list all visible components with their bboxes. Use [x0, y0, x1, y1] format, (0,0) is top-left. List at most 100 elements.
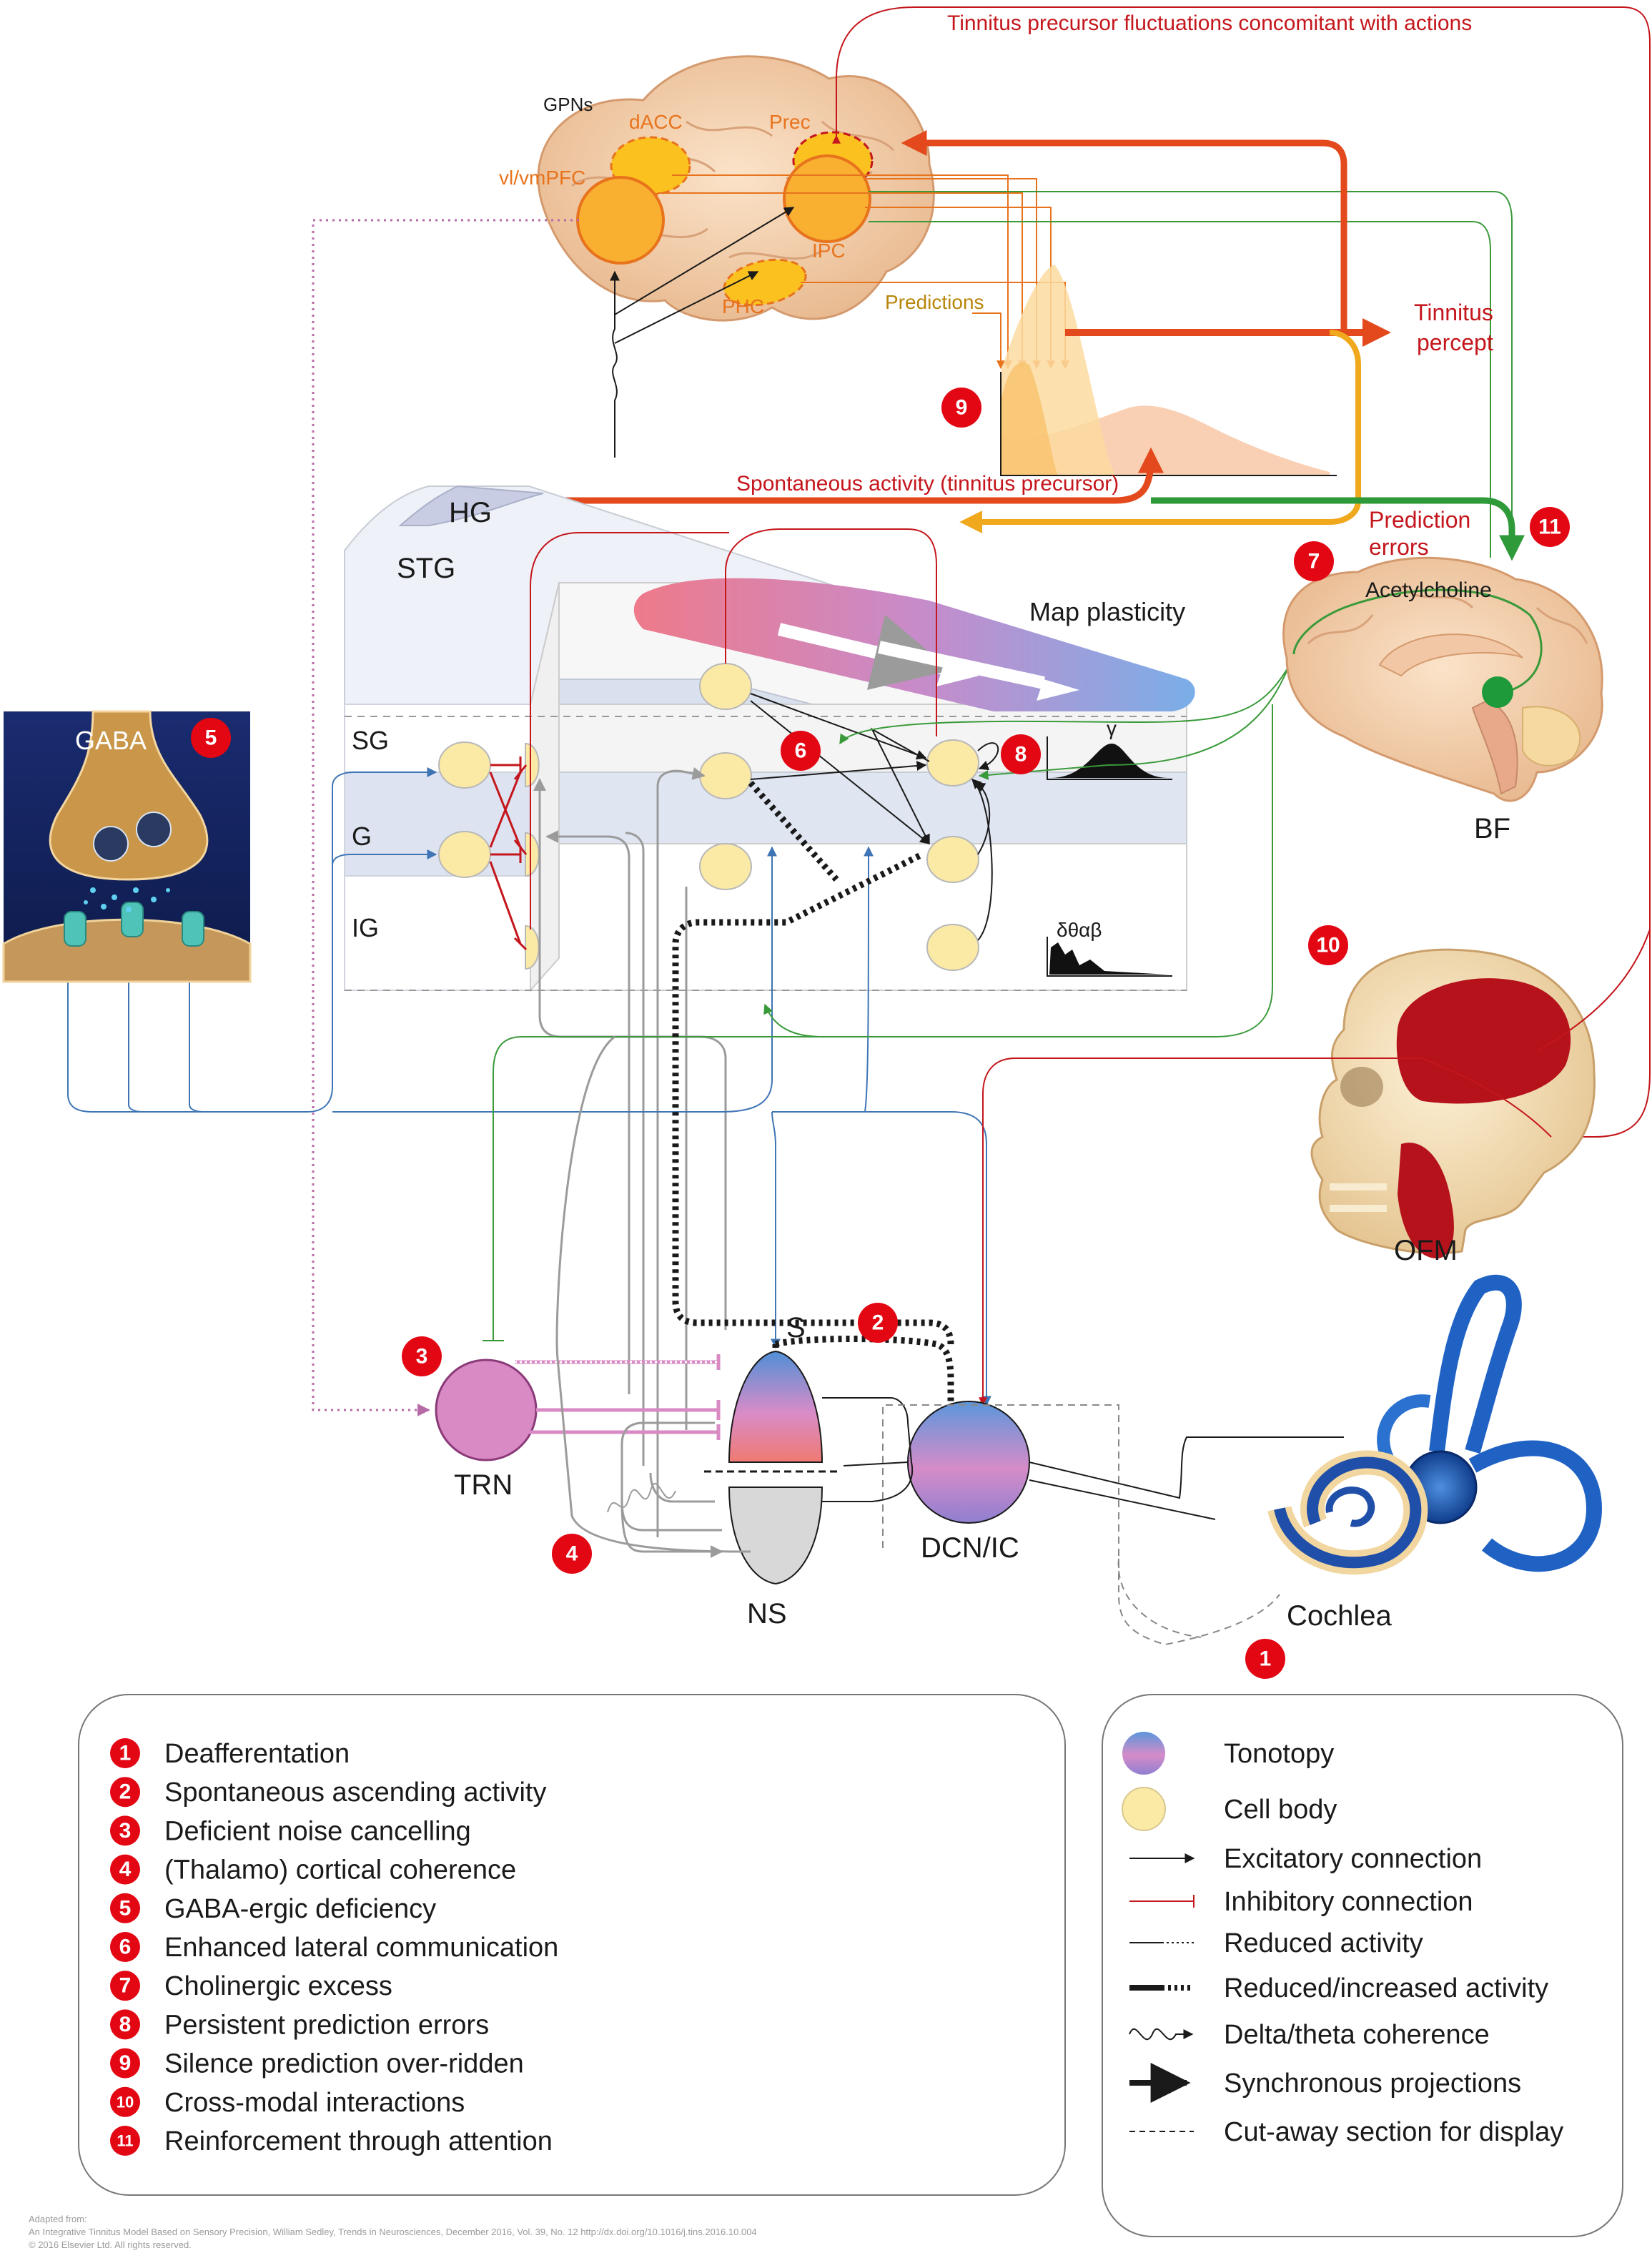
prediction-distribution — [1000, 265, 1337, 476]
mechanism-item: 2 Spontaneous ascending activity — [110, 1777, 546, 1808]
mechanism-label: Spontaneous ascending activity — [164, 1778, 546, 1808]
svg-text:7: 7 — [1308, 550, 1320, 573]
key-label-dashed: Cut-away section for display — [1224, 2117, 1563, 2147]
cell-body — [926, 924, 979, 971]
map-plasticity-arrow-1 — [777, 614, 951, 690]
mechanism-number-badge — [110, 1738, 140, 1768]
mechanism-number: 7 — [119, 1974, 132, 1998]
svg-text:4: 4 — [566, 1542, 578, 1566]
mechanism-item: 11 Reinforcement through attention — [110, 2126, 553, 2156]
gray-subcortical — [555, 1035, 751, 1558]
hg-label: HG — [449, 497, 492, 528]
corpus-callosum — [1378, 633, 1523, 677]
mechanisms-legend-box — [78, 1694, 1066, 2196]
dcn-cut-away — [882, 1404, 1280, 1646]
trn-inhibitory-lines — [515, 1354, 721, 1440]
receptor — [64, 911, 86, 947]
mechanism-label: Silence prediction over-ridden — [164, 2049, 524, 2079]
g-label: G — [352, 822, 372, 851]
mechanism-label: Reinforcement through attention — [164, 2126, 553, 2156]
predictions-label: Predictions — [885, 291, 984, 313]
inhibitory-connections — [489, 756, 528, 951]
cholinergic-projection — [1292, 588, 1543, 695]
dcn-to-s-increased — [772, 1336, 954, 1401]
mechanism-number-badge — [110, 1777, 140, 1808]
return-orange-arrow — [959, 330, 1361, 533]
mechanism-number: 2 — [119, 1780, 132, 1804]
mechanism-number-badge — [110, 2048, 140, 2079]
phc-label: PHC — [722, 295, 764, 317]
ofm-label: OFM — [1394, 1235, 1458, 1266]
mechanism-label: Enhanced lateral communication — [164, 1933, 558, 1963]
brainstem — [1471, 699, 1518, 795]
vlvmpfc-label: vl/vmPFC — [499, 167, 585, 189]
ofm-red-lines — [979, 929, 1651, 1406]
cochlea-cut-away — [1117, 1558, 1202, 1638]
auditory-cortex-block — [344, 485, 1195, 992]
semicircular-canal — [1468, 1440, 1603, 1572]
cortex-red-arches — [530, 528, 937, 930]
nonspecific-nucleus-ns — [728, 1487, 823, 1585]
gpn-brain: GPNs dACC Prec vl/vmPFC IPC PHC Predicti… — [499, 55, 984, 322]
ipc-region — [783, 154, 871, 243]
slab-g-front — [530, 771, 1187, 844]
ig-label: IG — [352, 913, 379, 942]
vlvmpfc-region — [576, 176, 665, 265]
mechanism-number: 8 — [119, 2013, 132, 2036]
bf-label: BF — [1474, 813, 1510, 844]
mechanism-number: 1 — [119, 1742, 132, 1765]
g-layer-left — [344, 771, 531, 877]
marker-6: 6 — [781, 731, 821, 771]
receptor — [182, 911, 204, 947]
svg-text:6: 6 — [795, 739, 807, 763]
footer-line-3: © 2016 Elsevier Ltd. All rights reserved… — [29, 2239, 192, 2250]
mechanism-number: 11 — [117, 2132, 133, 2150]
sg-layer-left — [344, 704, 531, 773]
mechanism-label: (Thalamo) cortical coherence — [164, 1855, 516, 1885]
marker-10: 10 — [1308, 925, 1348, 965]
ns-label: NS — [747, 1598, 787, 1630]
svg-text:1: 1 — [1260, 1647, 1272, 1671]
gamma-inset: γ — [1047, 717, 1172, 780]
spontaneous-activity-label: Spontaneous activity (tinnitus precursor… — [736, 472, 1119, 496]
distribution-axes — [1000, 372, 1337, 476]
mechanism-label: Cross-modal interactions — [164, 2088, 465, 2118]
mechanism-number: 4 — [119, 1858, 132, 1881]
increased-lateral-activity — [748, 781, 839, 882]
marker-3: 3 — [402, 1336, 442, 1376]
svg-text:8: 8 — [1015, 743, 1027, 766]
delta-theta-label: δθαβ — [1057, 919, 1102, 941]
marker-4: 4 — [552, 1534, 592, 1574]
phc-region — [723, 258, 807, 307]
cell-body-swatch — [1122, 1787, 1166, 1831]
cochlea-label: Cochlea — [1287, 1600, 1393, 1632]
mechanism-label: GABA-ergic deficiency — [164, 1894, 436, 1924]
receptor — [121, 902, 144, 937]
marker-9: 9 — [941, 388, 981, 428]
gaba-label: GABA — [75, 726, 147, 755]
sg-label: SG — [352, 726, 389, 755]
mechanism-number-badge — [110, 2009, 140, 2040]
mechanism-number: 10 — [117, 2093, 134, 2111]
marker-5: 5 — [191, 718, 231, 758]
map-plasticity-label: Map plasticity — [1029, 597, 1185, 626]
svg-text:10: 10 — [1316, 934, 1340, 957]
footer-line-1: Adapted from: — [29, 2214, 87, 2224]
mechanism-number-badge — [110, 1932, 140, 1962]
cell-body — [438, 831, 491, 878]
dcn-ic-nucleus — [907, 1401, 1030, 1524]
key-legend-box — [1102, 1694, 1623, 2237]
prec-label: Prec — [769, 111, 811, 133]
cell-body — [699, 663, 752, 710]
s-label: S — [786, 1312, 806, 1344]
mechanism-number-badge — [110, 2086, 140, 2117]
fluctuations-label: Tinnitus precursor fluctuations concomit… — [947, 11, 1472, 35]
